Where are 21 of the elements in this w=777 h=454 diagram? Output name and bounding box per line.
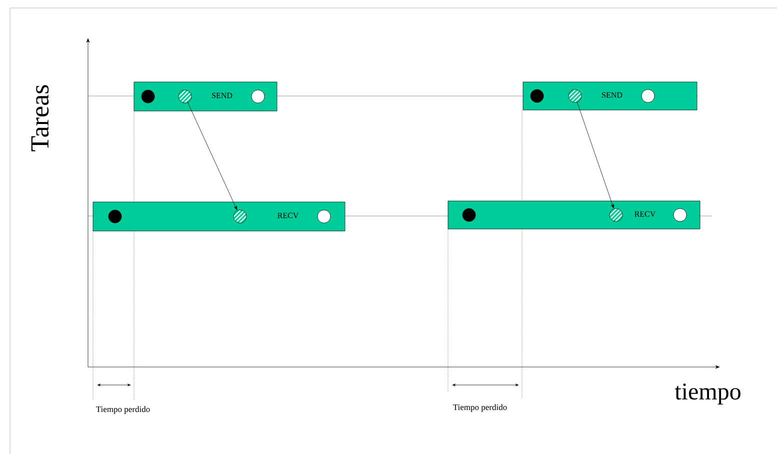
arrow	[576, 102, 614, 208]
solid-dot	[108, 210, 122, 224]
hatched-dot	[178, 90, 192, 104]
task-bar: RECV	[92, 202, 346, 232]
solid-dot	[141, 90, 155, 104]
hatched-dot	[568, 89, 582, 103]
hatched-dot	[233, 210, 247, 224]
axis-label: tiempo	[674, 384, 740, 404]
task-bar: SEND	[522, 82, 698, 110]
hollow-dot	[673, 208, 687, 222]
solid-dot	[462, 208, 476, 222]
hollow-dot	[251, 90, 265, 104]
arrow	[188, 102, 238, 210]
interval-label: Tiempo perdido	[96, 406, 150, 414]
task-bar: RECV	[448, 200, 700, 230]
hatched-dot	[609, 208, 623, 222]
interval-label: Tiempo perdido	[453, 404, 507, 412]
hollow-dot	[317, 210, 331, 224]
solid-dot	[530, 89, 544, 103]
hollow-dot	[641, 89, 655, 103]
axis-label: Tareas	[31, 85, 49, 152]
